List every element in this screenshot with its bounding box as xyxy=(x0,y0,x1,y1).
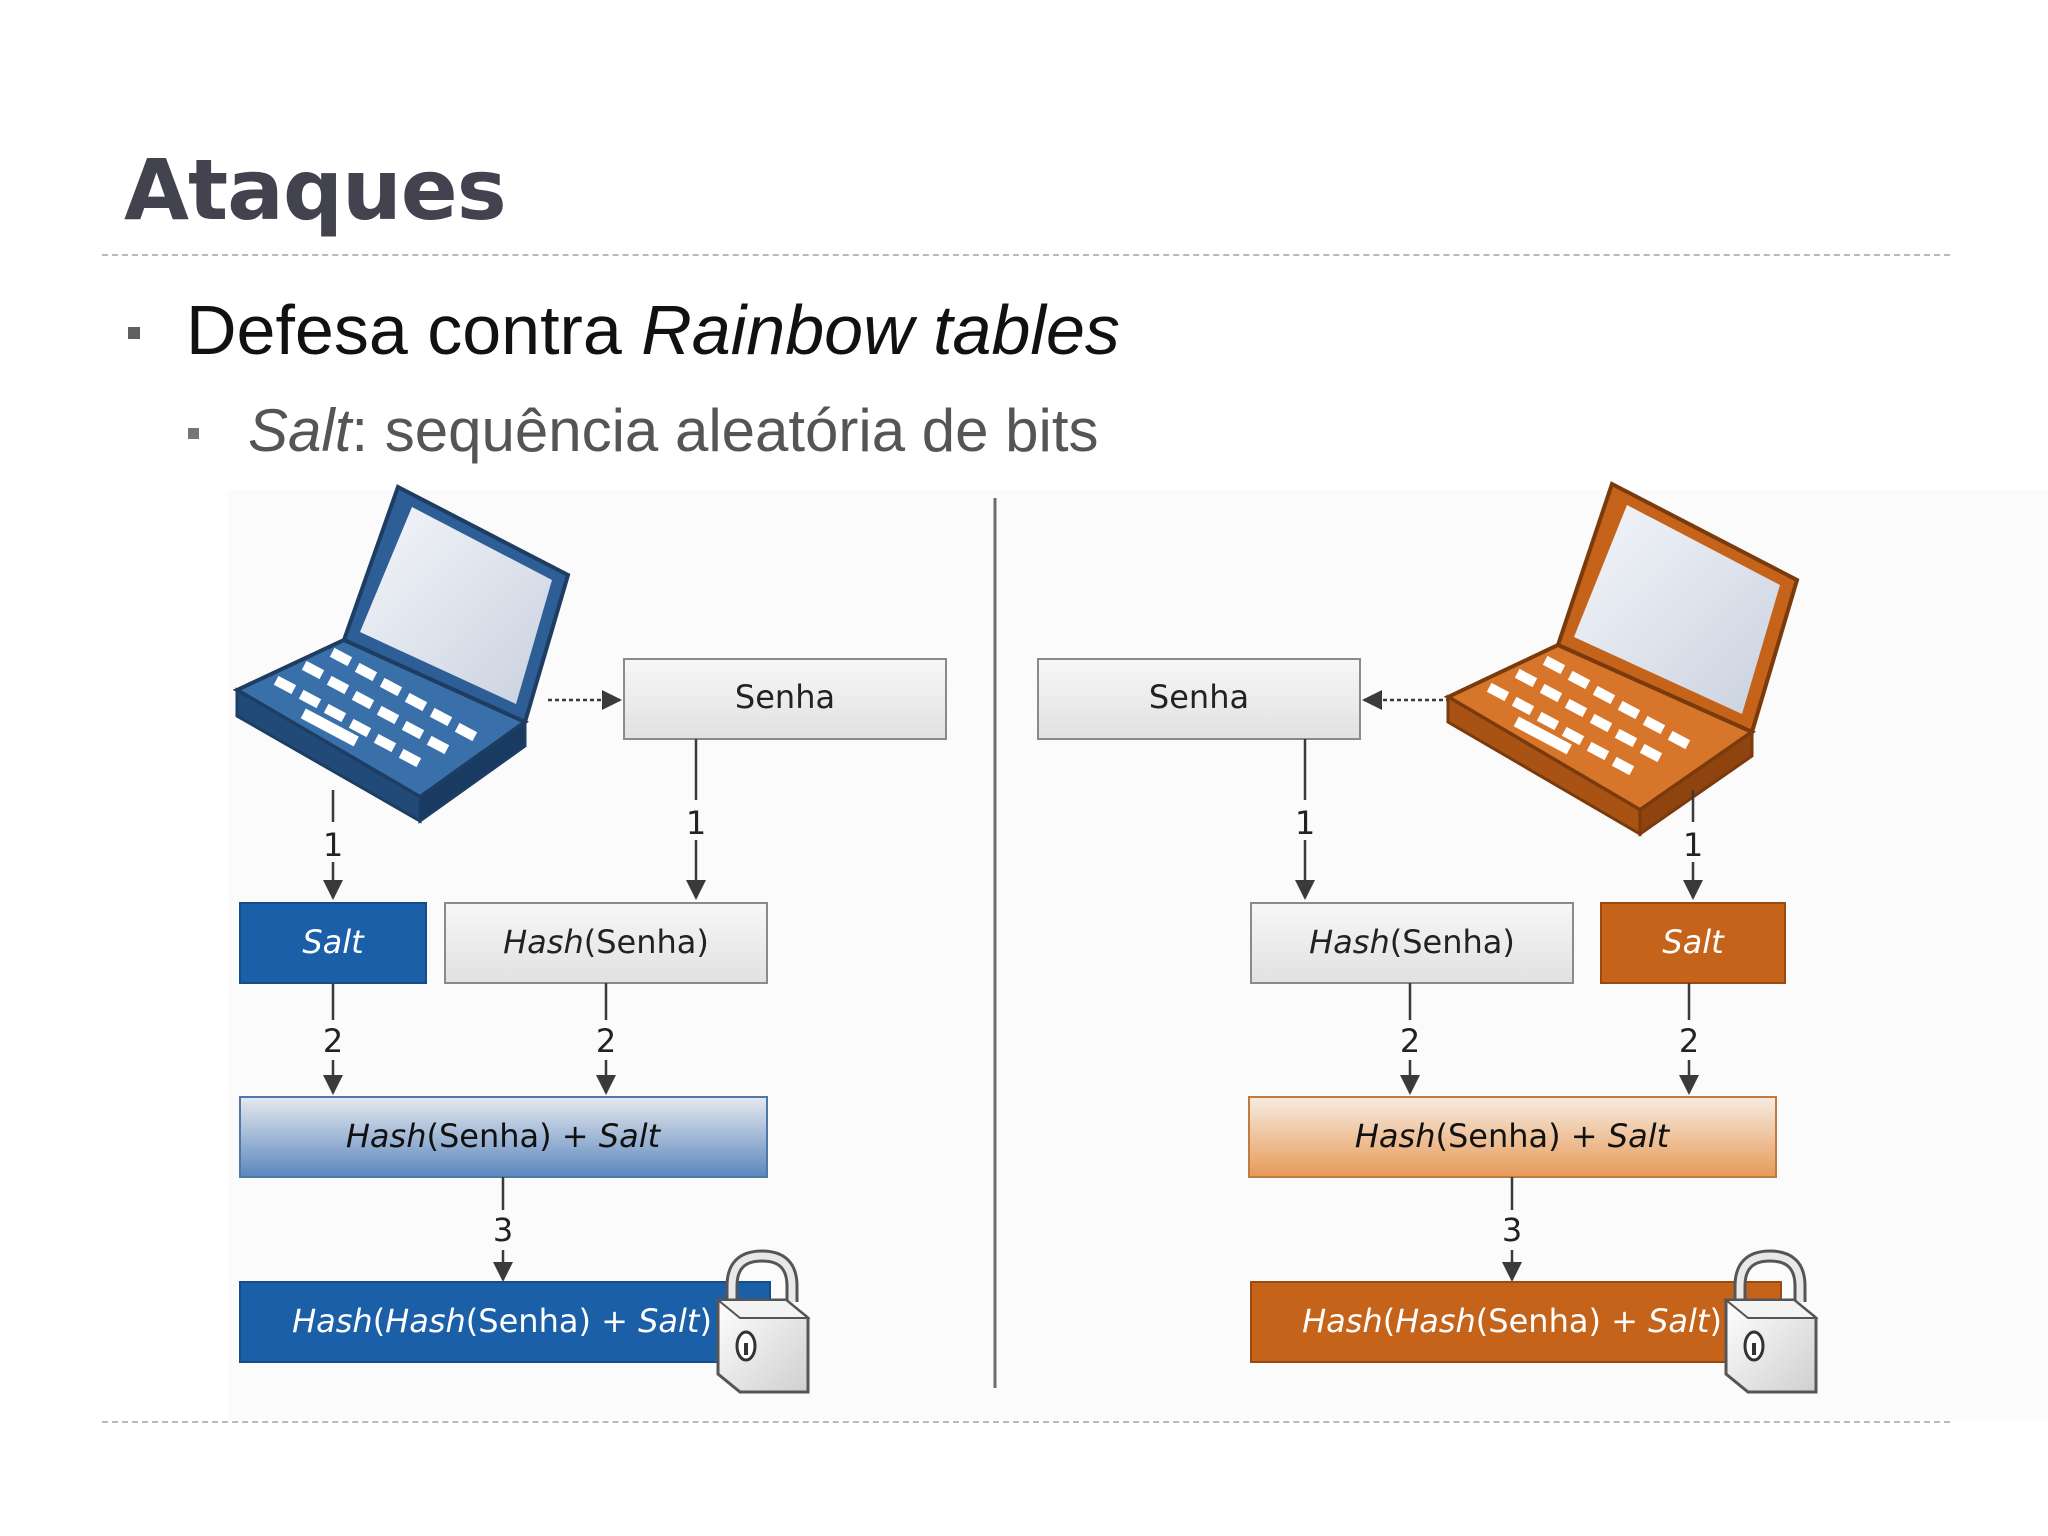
salt-box-left: Salt xyxy=(239,902,427,984)
laptop-blue-icon xyxy=(232,484,571,824)
title-divider xyxy=(102,254,1950,256)
combined-box-left: Hash(Senha) + Salt xyxy=(239,1096,768,1178)
hash-senha-label-left: Hash(Senha) xyxy=(503,923,709,961)
combined-a: Hash xyxy=(346,1117,427,1155)
step-label: 2 xyxy=(323,1022,343,1060)
senha-label-left: Senha xyxy=(735,678,835,716)
step-label: 1 xyxy=(686,804,706,842)
salt-label-left: Salt xyxy=(302,923,365,961)
salt-box-right: Salt xyxy=(1600,902,1786,984)
final-d: (Senha) + xyxy=(1476,1302,1648,1340)
bullet-2-italic: Salt xyxy=(248,397,352,464)
combined-c: Salt xyxy=(599,1117,662,1155)
final-f: ) xyxy=(699,1302,711,1340)
sub-bullet-square-icon xyxy=(188,428,199,439)
final-c: Hash xyxy=(1395,1302,1476,1340)
footer-divider xyxy=(102,1421,1950,1423)
step-label: 3 xyxy=(493,1211,513,1249)
hash-suffix: (Senha) xyxy=(584,923,709,961)
bullet-1-prefix: Defesa contra xyxy=(186,291,642,369)
step-label: 1 xyxy=(323,826,343,864)
hash-senha-box-right: Hash(Senha) xyxy=(1250,902,1574,984)
hash-prefix: Hash xyxy=(1309,923,1390,961)
final-f: ) xyxy=(1709,1302,1721,1340)
final-box-left: Hash(Hash(Senha) + Salt) xyxy=(239,1281,771,1363)
step-label: 2 xyxy=(1400,1022,1420,1060)
combined-c: Salt xyxy=(1608,1117,1671,1155)
final-a: Hash xyxy=(292,1302,373,1340)
step-label: 3 xyxy=(1502,1211,1522,1249)
padlock-icon xyxy=(1723,1249,1819,1394)
bullet-2-text: Salt: sequência aleatória de bits xyxy=(248,398,1099,464)
step-label: 1 xyxy=(1683,826,1703,864)
final-box-right: Hash(Hash(Senha) + Salt) xyxy=(1250,1281,1782,1363)
combined-b: (Senha) + xyxy=(426,1117,598,1155)
bullet-1-italic: Rainbow tables xyxy=(641,291,1120,369)
final-b: ( xyxy=(1383,1302,1395,1340)
hash-senha-label-right: Hash(Senha) xyxy=(1309,923,1515,961)
combined-label-right: Hash(Senha) + Salt xyxy=(1355,1117,1671,1155)
bullet-square-icon xyxy=(128,327,140,339)
hash-senha-box-left: Hash(Senha) xyxy=(444,902,768,984)
padlock-icon xyxy=(715,1249,811,1394)
final-b: ( xyxy=(373,1302,385,1340)
senha-label-right: Senha xyxy=(1149,678,1249,716)
senha-box-left: Senha xyxy=(623,658,947,740)
salt-label-right: Salt xyxy=(1662,923,1725,961)
bullet-1-text: Defesa contra Rainbow tables xyxy=(186,292,1120,369)
final-e: Salt xyxy=(638,1302,701,1340)
final-a: Hash xyxy=(1302,1302,1383,1340)
final-label-right: Hash(Hash(Senha) + Salt) xyxy=(1302,1302,1722,1340)
combined-a: Hash xyxy=(1355,1117,1436,1155)
hash-suffix: (Senha) xyxy=(1390,923,1515,961)
bullet-2-rest: : sequência aleatória de bits xyxy=(351,397,1099,464)
senha-box-right: Senha xyxy=(1037,658,1361,740)
hash-prefix: Hash xyxy=(503,923,584,961)
combined-label-left: Hash(Senha) + Salt xyxy=(346,1117,662,1155)
final-c: Hash xyxy=(385,1302,466,1340)
combined-b: (Senha) + xyxy=(1435,1117,1607,1155)
final-label-left: Hash(Hash(Senha) + Salt) xyxy=(292,1302,712,1340)
step-label: 2 xyxy=(1679,1022,1699,1060)
laptop-orange-icon xyxy=(1443,481,1800,837)
final-e: Salt xyxy=(1648,1302,1711,1340)
combined-box-right: Hash(Senha) + Salt xyxy=(1248,1096,1777,1178)
step-label: 2 xyxy=(596,1022,616,1060)
page-title: Ataques xyxy=(124,141,507,239)
final-d: (Senha) + xyxy=(466,1302,638,1340)
step-label: 1 xyxy=(1295,804,1315,842)
